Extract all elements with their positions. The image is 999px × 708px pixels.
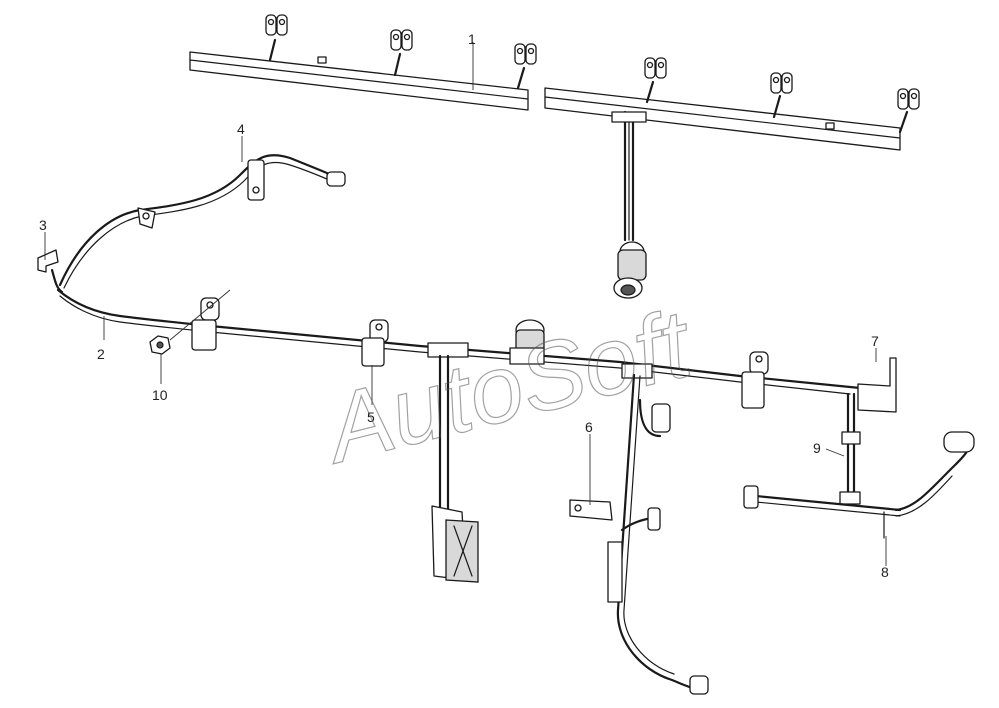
rectangular-connector <box>431 505 479 583</box>
central-connector <box>509 319 545 365</box>
injector-connector-1 <box>265 14 288 62</box>
callout-7: 7 <box>871 333 879 349</box>
injector-connector-4 <box>644 57 667 104</box>
injector-connector-5 <box>770 72 793 119</box>
trunk-clip-c <box>741 351 769 409</box>
trunk-clip-b <box>361 319 389 367</box>
callout-8: 8 <box>881 564 889 580</box>
upper-sensor-branch <box>58 154 346 289</box>
injector-connector-6 <box>897 88 920 134</box>
callout-10: 10 <box>152 387 168 403</box>
callout-9: 9 <box>813 440 821 456</box>
callout-4: 4 <box>237 121 245 137</box>
leader-lines <box>44 42 887 566</box>
callout-labels: 1 2 3 4 5 6 7 8 9 10 <box>39 31 889 580</box>
watermark-text: AutoSoft <box>312 289 703 484</box>
callout-2: 2 <box>97 346 105 362</box>
left-clip <box>37 249 64 294</box>
main-trunk-harness <box>56 288 862 409</box>
callout-6: 6 <box>585 419 593 435</box>
injector-connector-3 <box>514 43 537 90</box>
trunk-clip-a <box>191 297 220 351</box>
hex-nut <box>149 335 171 355</box>
callout-5: 5 <box>367 409 375 425</box>
lower-left-branch <box>431 354 479 583</box>
lower-center-branch <box>569 373 709 695</box>
round-connector <box>613 241 647 299</box>
callout-3: 3 <box>39 217 47 233</box>
callout-1: 1 <box>468 31 476 47</box>
right-sub-harness <box>743 357 975 539</box>
injector-connector-2 <box>390 29 413 77</box>
injector-harness-rail <box>189 14 920 299</box>
